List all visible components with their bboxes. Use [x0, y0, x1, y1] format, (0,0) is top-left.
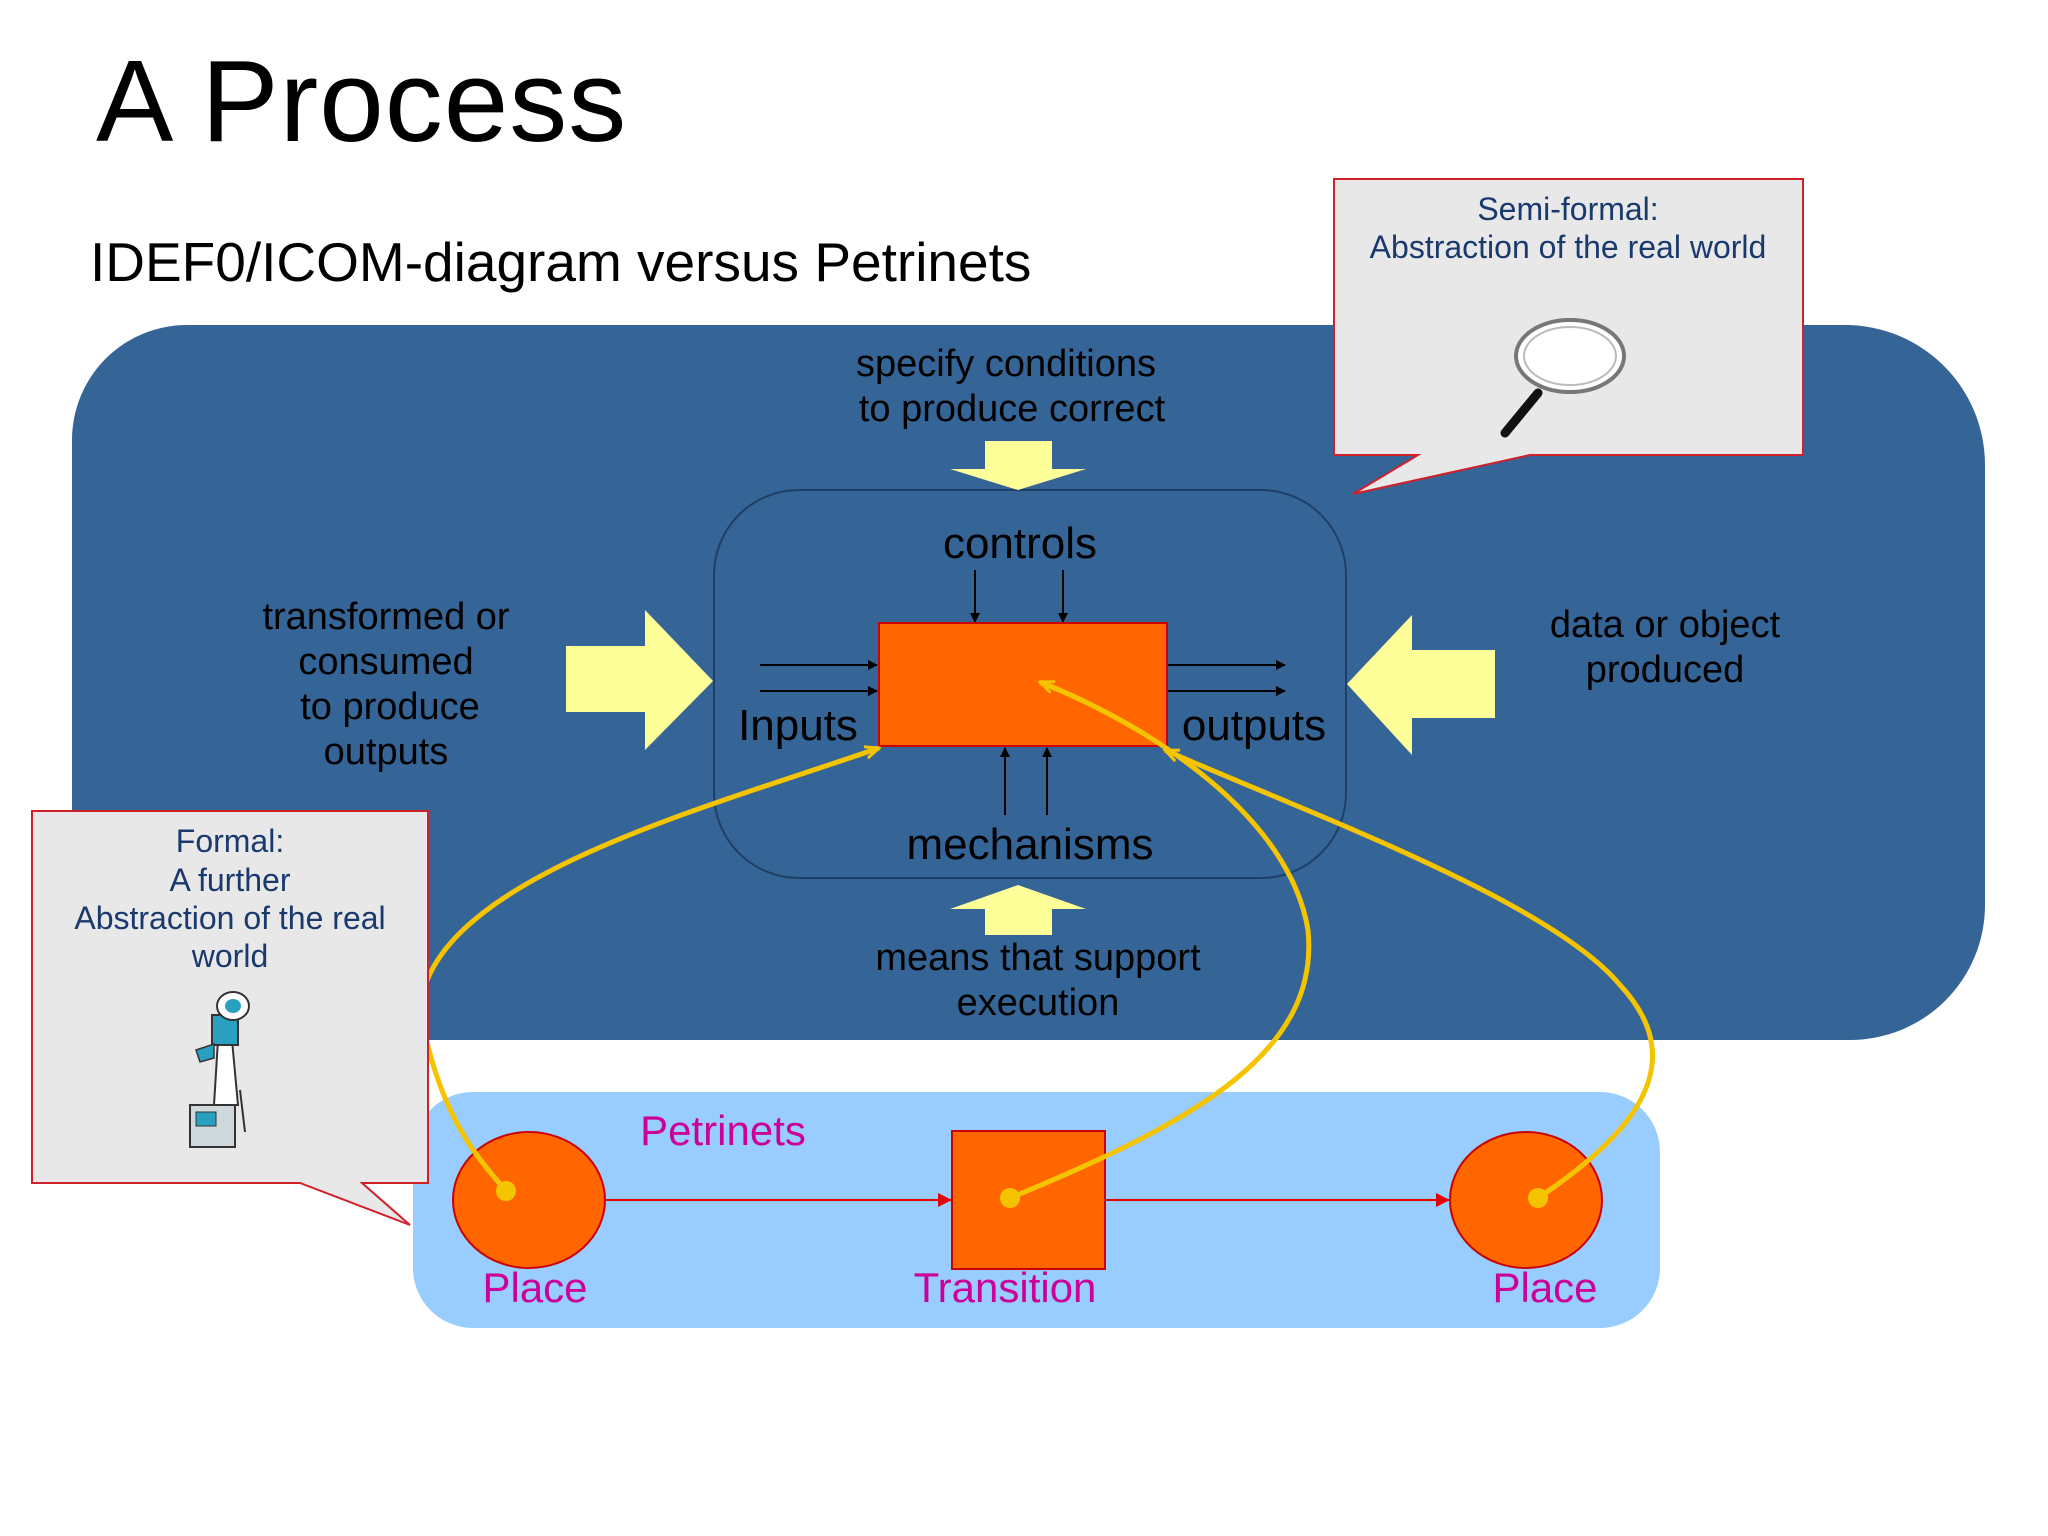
inputs-block-arrow — [566, 610, 713, 750]
place-left-label: Place — [482, 1264, 587, 1311]
place-right — [1449, 1131, 1603, 1269]
link-transition-to-activity — [1009, 679, 1312, 1201]
formal-line-2: A further — [170, 862, 291, 898]
inputs-note-line-3: to produce — [300, 686, 480, 728]
controls-note-line-2: to produce correct — [859, 388, 1166, 430]
inputs-note-line-2: consumed — [298, 641, 473, 683]
mechanisms-block-arrow — [950, 885, 1086, 935]
inputs-note-line-1: transformed or — [262, 596, 509, 638]
activity-box — [878, 622, 1168, 747]
controls-block-arrow — [950, 441, 1086, 490]
icom-frame — [713, 489, 1347, 879]
link-place-to-outputs — [1165, 747, 1656, 1201]
controls-label: controls — [943, 519, 1097, 568]
semi-formal-line-2: Abstraction of the real world — [1370, 229, 1767, 265]
mechanisms-note-line-2: execution — [957, 982, 1120, 1024]
outputs-note-line-2: produced — [1586, 649, 1744, 691]
slide-subtitle: IDEF0/ICOM-diagram versus Petrinets — [90, 231, 1032, 293]
mechanisms-note-line-1: means that support — [875, 937, 1201, 979]
outputs-label: outputs — [1182, 701, 1326, 750]
transition-box — [951, 1130, 1106, 1270]
slide-title: A Process — [96, 36, 628, 166]
place-right-label: Place — [1492, 1264, 1597, 1311]
microscope-icon — [189, 991, 250, 1148]
inputs-label: Inputs — [738, 701, 858, 750]
formal-line-1: Formal: — [176, 823, 284, 859]
link-place-to-inputs — [417, 748, 879, 1193]
formal-line-3: Abstraction of the real — [74, 900, 385, 936]
place-left — [452, 1131, 606, 1269]
inputs-note-line-4: outputs — [324, 731, 449, 773]
token-transition — [1000, 1188, 1020, 1208]
transition-label: Transition — [914, 1264, 1097, 1311]
petrinet-title: Petrinets — [640, 1107, 806, 1154]
semi-formal-line-1: Semi-formal: — [1477, 191, 1658, 227]
controls-note-line-1: specify conditions — [856, 343, 1156, 385]
outputs-block-arrow — [1347, 615, 1495, 755]
token-place-right — [1528, 1188, 1548, 1208]
mechanisms-label: mechanisms — [907, 820, 1154, 869]
token-place-left — [496, 1181, 516, 1201]
formal-line-4: world — [191, 938, 268, 974]
magnifier-icon — [1500, 318, 1626, 438]
outputs-note-line-1: data or object — [1550, 604, 1781, 646]
